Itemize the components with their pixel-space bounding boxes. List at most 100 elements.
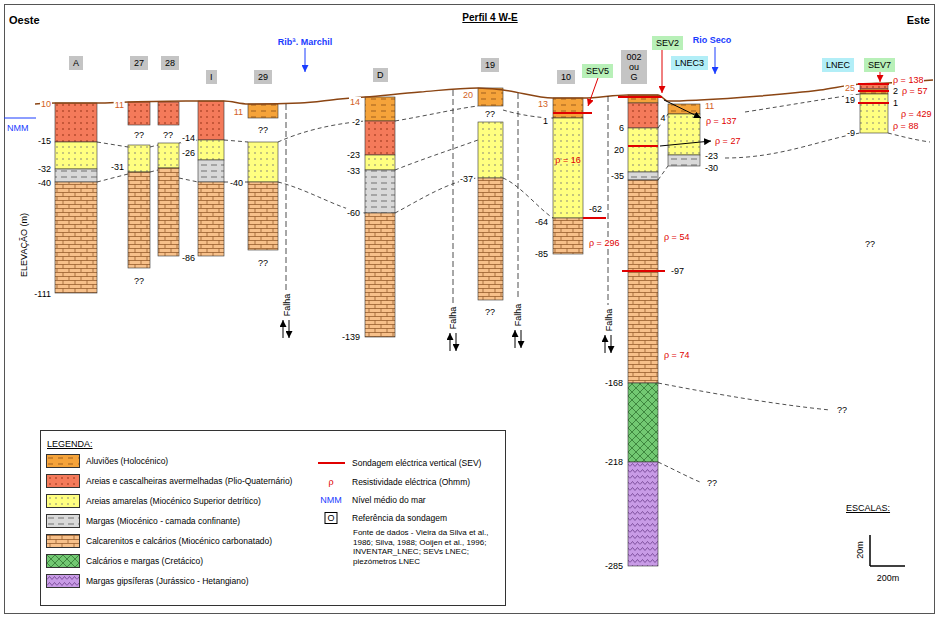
- borehole-tag: I: [206, 70, 217, 84]
- borehole-column: [248, 104, 278, 250]
- correlation-line: [658, 166, 668, 180]
- rock-texture: [668, 155, 700, 166]
- elevation-label: 20: [613, 145, 625, 155]
- rock-layer: [365, 97, 395, 121]
- swatch-texture: [47, 515, 80, 528]
- rock-texture: [55, 169, 97, 182]
- rock-texture: [478, 122, 503, 178]
- correlation-line: [97, 170, 553, 218]
- arrows: [305, 47, 889, 271]
- sev-tick: [618, 96, 662, 98]
- elevation-label: ??: [836, 405, 848, 415]
- elevation-label: -97: [670, 266, 685, 276]
- direction-label: Oeste: [8, 14, 41, 26]
- elevation-label: -23: [704, 151, 719, 161]
- faults: [283, 90, 611, 353]
- elevation-label: -30: [704, 163, 719, 173]
- borehole-column: [628, 95, 658, 566]
- rock-layer: [158, 168, 179, 256]
- elevation-label: ??: [484, 307, 496, 317]
- rock-texture: [628, 128, 658, 172]
- borehole-tag: 28: [161, 56, 179, 70]
- sev-tag: SEV7: [864, 58, 895, 72]
- legend-text: Calcarenitos e calcários (Miocénico carb…: [86, 536, 272, 546]
- rock-texture: [628, 180, 658, 383]
- swatch-texture: [47, 555, 80, 568]
- fault-line: [518, 93, 519, 300]
- rock-texture: [628, 462, 658, 566]
- rock-texture: [553, 218, 583, 254]
- borehole-column: [198, 101, 224, 256]
- resistivity-value: ρ = 429: [900, 109, 932, 119]
- fault-arrow: [521, 330, 522, 348]
- elevation-label: -15: [37, 136, 52, 146]
- elevation-label: -218: [604, 457, 624, 467]
- borehole-column: [668, 104, 700, 166]
- elevation-label: -31: [110, 162, 125, 172]
- borehole-column: [158, 102, 179, 256]
- elevation-label: ??: [706, 478, 718, 488]
- rock-texture: [198, 160, 224, 182]
- rock-layer: [553, 118, 583, 218]
- resistivity-value: ρ = 27: [714, 136, 741, 146]
- fault-label: Falha: [604, 308, 614, 333]
- borehole-tag: A: [69, 56, 83, 70]
- rock-layer: [478, 178, 503, 300]
- correlation-line: [97, 140, 248, 147]
- correlation-line: [278, 106, 553, 142]
- surface-elevation: 14: [349, 97, 361, 107]
- legend-text: Resistividade eléctrica (Ohmm): [352, 477, 470, 487]
- tag-text: SEV7: [868, 60, 891, 70]
- rock-texture: [365, 213, 395, 337]
- rock-layer: [198, 160, 224, 182]
- frame: [5, 5, 935, 614]
- rock-layer: [128, 145, 150, 172]
- swatch-texture: [47, 575, 80, 588]
- resistivity-value: ρ = 137: [705, 116, 737, 126]
- legend-text: Aluviões (Holocénico): [86, 456, 168, 466]
- piezometer-tag: LNEC: [822, 58, 854, 72]
- correlation-line: [658, 383, 830, 410]
- sev-arrow: [588, 78, 598, 106]
- rock-layer: [628, 103, 658, 128]
- rock-layer: [668, 155, 700, 166]
- rock-texture: [248, 142, 278, 182]
- legend-text: Margas gipsíferas (Jurássico - Hetangian…: [86, 576, 249, 586]
- fault-arrow: [289, 320, 290, 338]
- legend-swatch: [46, 474, 80, 488]
- rock-texture: [248, 182, 278, 250]
- sev-tick: [583, 217, 606, 219]
- elevation-label: -285: [604, 561, 624, 571]
- elevation-label: 19: [844, 95, 856, 105]
- swatch-texture: [47, 495, 80, 508]
- fault-label: Falha: [282, 293, 292, 318]
- swatch-pattern: [47, 555, 80, 568]
- rock-layer: [365, 170, 395, 213]
- scale-bar: [869, 535, 871, 566]
- rock-texture: [860, 94, 888, 133]
- rock-texture: [478, 88, 503, 106]
- elevation-label: -26: [181, 148, 196, 158]
- legend-swatch: [46, 514, 80, 528]
- rock-texture: [628, 383, 658, 462]
- rock-layer: [158, 102, 179, 125]
- river-arrow: [715, 47, 716, 74]
- rock-texture: [55, 103, 97, 142]
- swatch-pattern: [47, 495, 80, 508]
- sev-tick: [858, 102, 889, 104]
- surface-elevation: 10: [40, 99, 52, 109]
- elevation-label: ??: [133, 130, 145, 140]
- direction-label: Este: [906, 14, 931, 26]
- tag-text: I: [210, 72, 213, 82]
- fault-arrow: [450, 333, 451, 351]
- section-heading: ESCALAS:: [845, 503, 891, 513]
- borehole-tag: 27: [130, 56, 148, 70]
- tag-text: A: [73, 58, 79, 68]
- resistivity-value: ρ = 296: [588, 238, 620, 248]
- legend-frame: [41, 431, 506, 606]
- resistivity-value: ρ = 74: [663, 350, 690, 360]
- tag-text: LNEC: [826, 60, 850, 70]
- borehole-column: [365, 97, 395, 337]
- elevation-label: 6: [618, 123, 625, 133]
- elevation-label: -14: [181, 133, 196, 143]
